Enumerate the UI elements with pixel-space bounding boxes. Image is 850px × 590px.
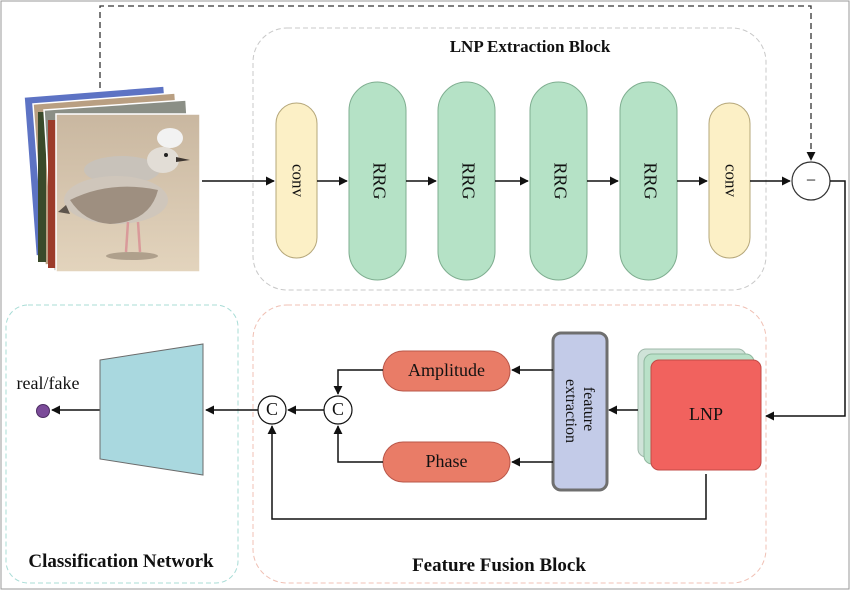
gull-bird-picture xyxy=(58,128,190,260)
amplitude-module xyxy=(382,350,511,392)
classifier-trapezoid xyxy=(99,343,204,476)
subtract-symbol: − xyxy=(806,170,816,190)
concat-inner-symbol: C xyxy=(332,399,344,419)
feature-extraction-label-line2: extraction xyxy=(562,379,579,443)
arrow-lnp-skip-to-concat xyxy=(267,425,707,520)
rrg-module-3-label: RRG xyxy=(550,162,570,199)
image-layer-mid2-edge xyxy=(48,120,56,268)
rrg-module-1-label: RRG xyxy=(369,162,389,199)
conv-module-2-label: conv xyxy=(722,164,741,198)
lnp-label: LNP xyxy=(689,404,723,424)
feature-extraction-label-line1: feature xyxy=(580,387,597,431)
fusion-pipeline: LNP feature extraction Amplitude Phase C… xyxy=(257,331,762,492)
feature-extraction-module xyxy=(551,331,609,492)
feature-extraction-label: feature extraction xyxy=(562,379,597,443)
dashed-skip-connection xyxy=(99,5,816,161)
arrow-subtract-to-lnp xyxy=(765,180,846,421)
output-dot xyxy=(36,404,50,418)
arrow-phase-to-concat xyxy=(333,425,383,463)
image-layer-mid1-edge xyxy=(38,112,46,262)
extraction-arrows xyxy=(202,176,846,421)
fusion-block-title: Feature Fusion Block xyxy=(412,555,586,576)
extraction-block-title: LNP Extraction Block xyxy=(450,37,611,56)
output-label: real/fake xyxy=(17,373,80,393)
classification-block-title: Classification Network xyxy=(28,551,214,572)
arrow-amplitude-to-concat xyxy=(333,369,383,395)
rrg-module-4-label: RRG xyxy=(640,162,660,199)
amplitude-label: Amplitude xyxy=(408,360,485,380)
rrg-module-2-label: RRG xyxy=(458,162,478,199)
phase-label: Phase xyxy=(426,451,468,471)
input-image-stack xyxy=(23,85,201,273)
concat-outer-symbol: C xyxy=(266,399,278,419)
lnp-layer-front xyxy=(650,359,762,471)
fusion-arrows xyxy=(51,365,707,520)
extraction-pipeline: conv RRG RRG RRG RRG conv − xyxy=(275,81,831,281)
feature-fusion-block xyxy=(252,304,767,584)
conv-module-1-label: conv xyxy=(289,164,308,198)
lnp-extraction-block xyxy=(252,27,767,291)
classification-network-block xyxy=(5,304,239,584)
